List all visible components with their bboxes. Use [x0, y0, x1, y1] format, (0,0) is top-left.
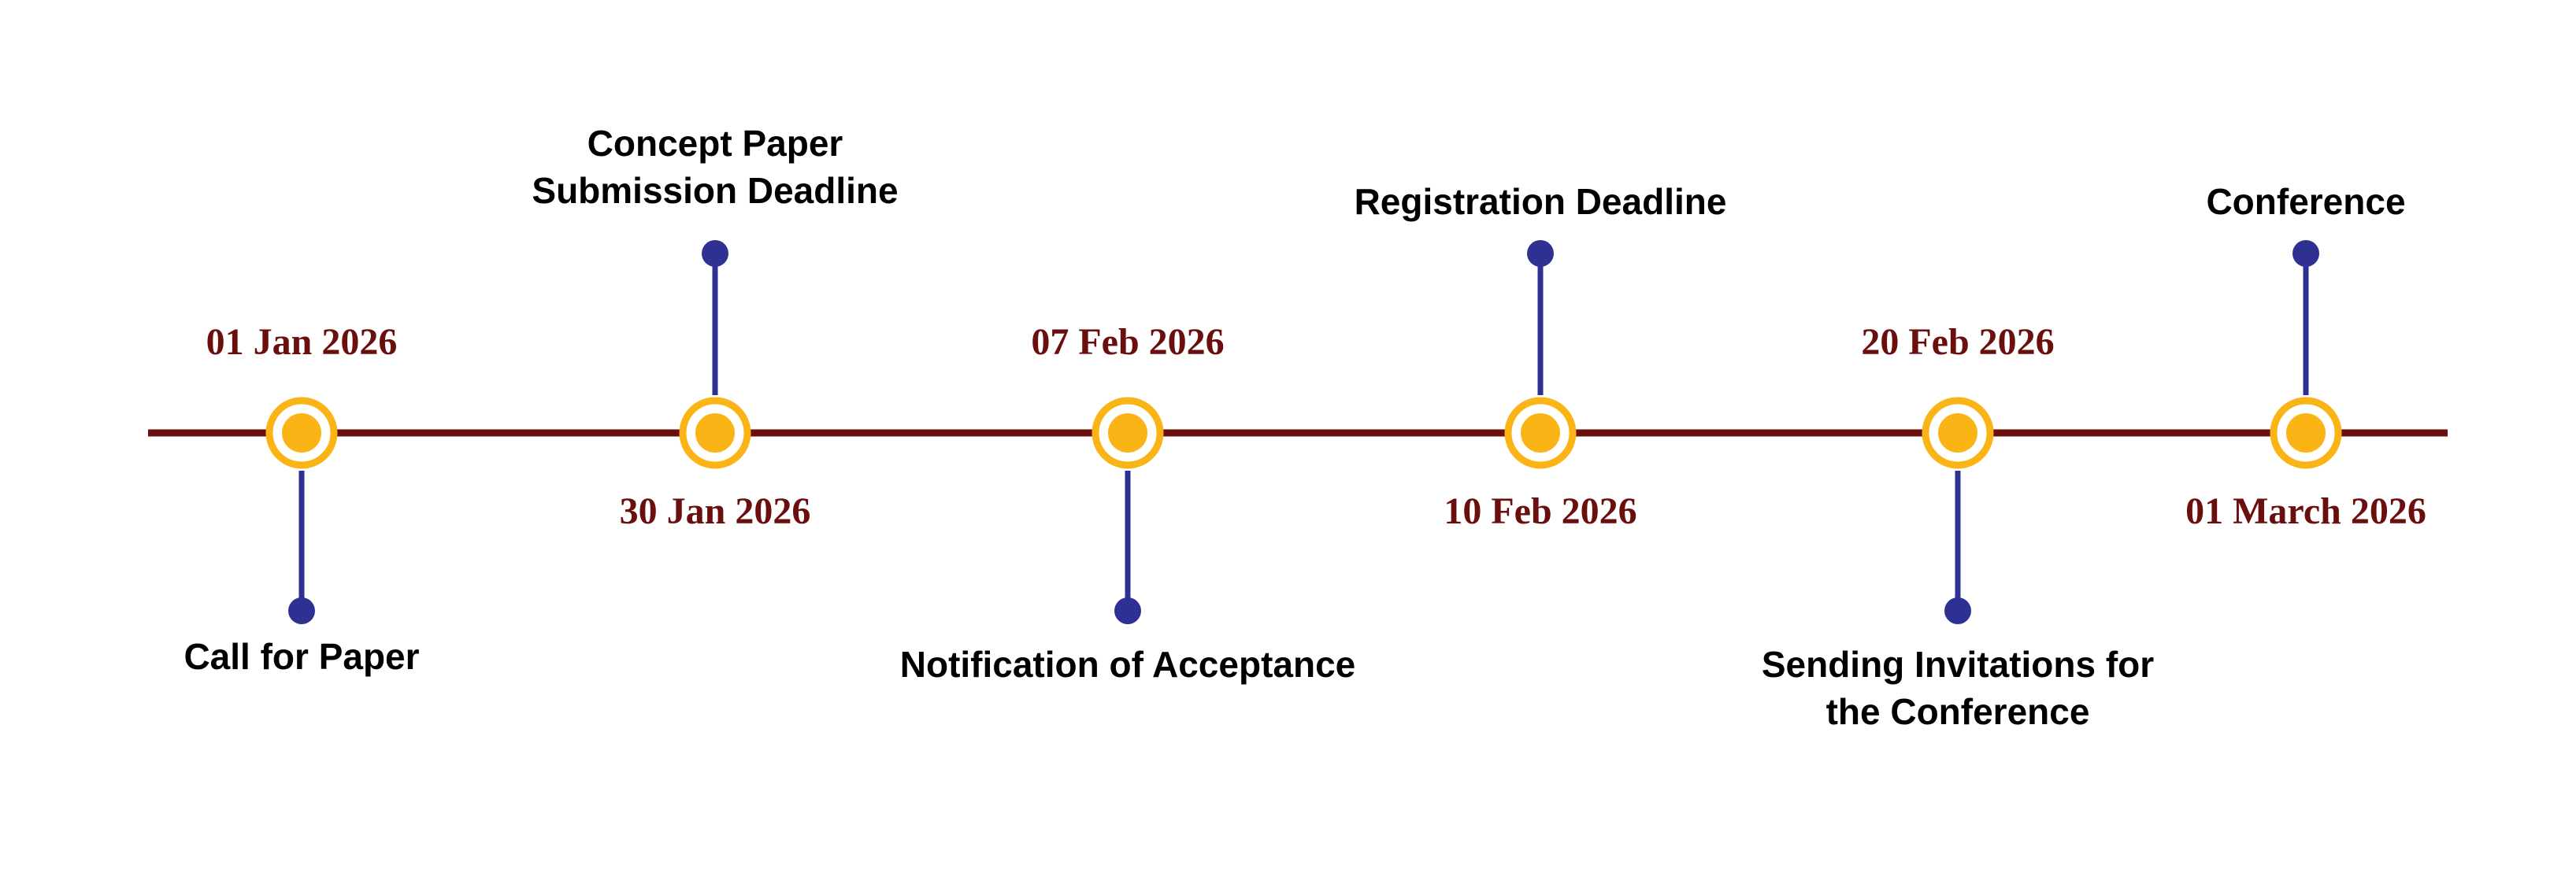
connector-dot	[1527, 240, 1554, 267]
event-date: 01 March 2026	[2185, 490, 2426, 532]
milestone-node-center	[282, 413, 321, 453]
milestone-node-center	[1938, 413, 1977, 453]
event-title: Notification of Acceptance	[900, 644, 1355, 685]
event-date: 30 Jan 2026	[620, 490, 811, 532]
connector-dot	[702, 240, 728, 267]
milestone-node-center	[695, 413, 735, 453]
connector-dot	[2292, 240, 2319, 267]
connector-dot	[288, 597, 315, 624]
event-title: Registration Deadline	[1355, 181, 1727, 222]
event-title-line: the Conference	[1826, 691, 2090, 732]
event-title-line: Notification of Acceptance	[900, 644, 1355, 685]
event-title-line: Concept Paper	[587, 123, 843, 164]
milestone-node-center	[2286, 413, 2326, 453]
event-date: 01 Jan 2026	[206, 321, 398, 363]
event-title-line: Submission Deadline	[532, 170, 898, 211]
event-title-line: Conference	[2206, 181, 2405, 222]
milestone-node-center	[1108, 413, 1147, 453]
event-title-line: Registration Deadline	[1355, 181, 1727, 222]
event-title: Conference	[2206, 181, 2405, 222]
event-title: Call for Paper	[183, 636, 419, 677]
event-title-line: Sending Invitations for	[1762, 644, 2154, 685]
connector-dot	[1114, 597, 1141, 624]
milestone-node-center	[1521, 413, 1560, 453]
event-title: Sending Invitations for the Conference	[1762, 644, 2154, 732]
event-title-line: Call for Paper	[183, 636, 419, 677]
timeline-event: 01 March 2026 Conference	[2185, 181, 2426, 532]
event-date: 10 Feb 2026	[1444, 490, 1636, 532]
event-date: 07 Feb 2026	[1031, 321, 1224, 363]
connector-dot	[1944, 597, 1971, 624]
event-date: 20 Feb 2026	[1861, 321, 2054, 363]
timeline-event: 10 Feb 2026 Registration Deadline	[1355, 181, 1727, 532]
